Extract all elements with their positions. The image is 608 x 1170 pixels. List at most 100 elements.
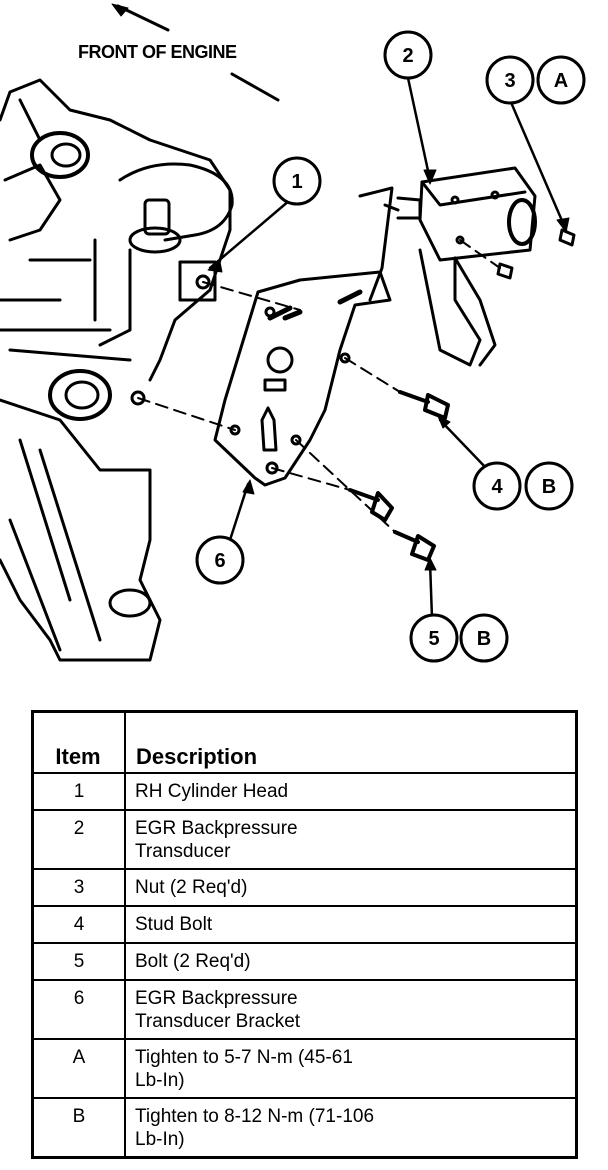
lower-boss-inner [64, 380, 100, 410]
leader-6 [228, 482, 250, 542]
callout-2: 2 [383, 30, 433, 80]
callout-6: 6 [195, 535, 245, 585]
row-item: 4 [31, 905, 126, 944]
transducer-connector [507, 198, 537, 246]
transducer-hole-1 [450, 195, 460, 205]
leader-3-arrow [556, 217, 570, 233]
row-item: A [31, 1038, 126, 1099]
callout-3: 3 [485, 55, 535, 105]
bolt-item-5-lower [393, 530, 436, 562]
leader-1-arrow [207, 261, 223, 273]
row-item: 2 [31, 809, 126, 870]
bracket-top-studs [267, 289, 363, 321]
upper-pipe-flange [128, 226, 182, 254]
svg-text:3: 3 [504, 70, 515, 92]
leader-6-arrow [242, 479, 255, 495]
valve-stem-cap [143, 198, 171, 236]
bolt-item-5-upper [348, 488, 394, 522]
parts-legend-table: Item Description 1 RH Cylinder Head 2 EG… [31, 710, 578, 1159]
transducer-hole-2 [490, 190, 500, 200]
svg-text:B: B [477, 628, 491, 650]
callout-b-upper: B [524, 461, 574, 511]
transducer-hole-3 [455, 235, 465, 245]
transducer-body [418, 166, 537, 262]
table-row: 5 Bolt (2 Req'd) [31, 942, 578, 981]
table-row: 1 RH Cylinder Head [31, 772, 578, 811]
row-description: Bolt (2 Req'd) [124, 942, 578, 981]
bracket-upper-arm [358, 186, 394, 302]
bracket-plate-outline [213, 270, 392, 487]
leader-5-arrow [424, 557, 437, 571]
svg-text:B: B [542, 476, 556, 498]
callout-b-lower: B [459, 613, 509, 663]
transducer-fitting [383, 196, 422, 220]
callout-a: A [536, 55, 586, 105]
align-line-2 [137, 397, 236, 431]
row-description: Stud Bolt [124, 905, 578, 944]
bracket-hole-d [339, 352, 351, 364]
row-item: 5 [31, 942, 126, 981]
svg-text:4: 4 [491, 476, 503, 498]
alignment-lines [137, 239, 501, 533]
row-item: 3 [31, 868, 126, 907]
transducer-top-face [420, 180, 527, 207]
legend-header-row: Item Description [31, 710, 578, 774]
header-description: Description [124, 710, 578, 774]
align-line-5 [295, 439, 396, 533]
svg-text:5: 5 [428, 628, 439, 650]
table-row: 4 Stud Bolt [31, 905, 578, 944]
transducer-bracket [213, 186, 394, 487]
svg-text:1: 1 [291, 171, 302, 193]
bracket-large-hole [266, 346, 294, 374]
leader-4 [438, 418, 490, 472]
row-description: RH Cylinder Head [124, 772, 578, 811]
svg-text:6: 6 [214, 550, 225, 572]
exhaust-elbow [118, 162, 234, 242]
row-item: 1 [31, 772, 126, 811]
leader-2-arrow [423, 169, 437, 185]
row-item: B [31, 1097, 126, 1159]
bracket-hole-b [290, 434, 302, 446]
item-1-mount-pad [178, 260, 217, 302]
leader-4-arrow [437, 415, 451, 429]
align-line-1 [202, 281, 301, 311]
header-item: Item [31, 710, 126, 774]
bracket-slot [263, 378, 287, 392]
nut-item-3-lower [496, 262, 514, 280]
row-description: Nut (2 Req'd) [124, 868, 578, 907]
leader-1 [208, 198, 292, 270]
row-item: 6 [31, 979, 126, 1040]
head-lower-casting [0, 398, 162, 662]
egr-backpressure-transducer [383, 166, 537, 367]
mount-hole-upper [195, 274, 211, 290]
lower-boss [48, 369, 112, 421]
callout-5: 5 [409, 613, 459, 663]
head-casting-outline [0, 78, 232, 382]
fasteners [348, 228, 576, 562]
vertical-pipe [93, 238, 132, 347]
bottom-stud-boss [108, 588, 152, 618]
front-of-engine-indicator: FRONT OF ENGINE [78, 3, 280, 102]
leader-3 [508, 98, 568, 232]
table-row: 3 Nut (2 Req'd) [31, 868, 578, 907]
stud-bolt-item-4 [398, 390, 450, 420]
leader-lines [207, 76, 570, 620]
callouts: 1 2 3 A 4 B 5 B [195, 30, 586, 663]
bracket-hole-a [229, 424, 241, 436]
callout-4: 4 [472, 461, 522, 511]
front-of-engine-label: FRONT OF ENGINE [78, 42, 237, 62]
align-line-6 [459, 239, 501, 269]
spark-plug-boss [30, 131, 90, 179]
svg-text:2: 2 [402, 45, 413, 67]
transducer-hose-a [418, 248, 482, 367]
exploded-view-diagram: FRONT OF ENGINE [0, 3, 586, 663]
svg-text:A: A [554, 70, 568, 92]
bracket-tab [260, 406, 278, 452]
mount-hole-lower [130, 390, 146, 406]
